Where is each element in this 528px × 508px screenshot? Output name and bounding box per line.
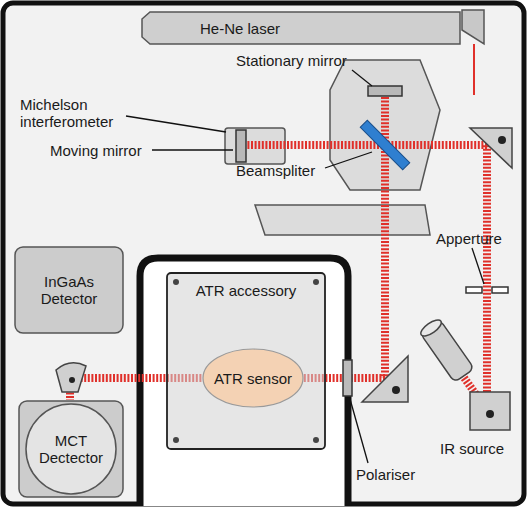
part-label: Polariser (356, 466, 415, 483)
ir-source-end (418, 317, 443, 339)
part-label: Beamspliter (236, 162, 315, 179)
accessory-body (167, 273, 325, 449)
detector-box: InGaAs Detector (14, 246, 124, 334)
node-text: ATR accessory (196, 282, 297, 299)
part-label: IR source (440, 440, 504, 457)
interferometer-base (255, 205, 430, 235)
mirror-top-right (470, 128, 512, 168)
mirror-bottom-right (470, 392, 510, 430)
detector-body (15, 247, 123, 333)
detector-box: MCT Dectector (18, 400, 124, 498)
node-text: ATR sensor (214, 370, 292, 387)
stationary-mirror (368, 86, 402, 96)
laser-shape (140, 10, 462, 46)
aperture-plate (492, 287, 508, 293)
mirror-screw (498, 136, 506, 144)
part-label: Stationary mirror (236, 52, 347, 69)
leader-line (350, 399, 368, 463)
laser-mount (462, 10, 484, 44)
leader-line (352, 70, 372, 86)
part-label: Apperture (436, 230, 502, 247)
laser-beam (473, 44, 475, 95)
sensor-disc (203, 349, 303, 407)
part-label: Moving mirror (50, 142, 142, 159)
beamsplitter (360, 120, 409, 169)
laser-body (142, 12, 460, 44)
detector-body (19, 401, 123, 497)
leader-line (325, 152, 372, 168)
laser-box: He-Ne laser (140, 10, 462, 46)
screw (313, 437, 319, 443)
detector-window (26, 404, 116, 494)
node-text: MCT Dectector (33, 432, 109, 466)
node-text: InGaAs Detector (20, 273, 118, 307)
accessory-box: ATR accessoryATR sensor (166, 272, 326, 450)
part-label: Michelson interferometer (20, 96, 124, 130)
screw (313, 279, 319, 285)
atr-compartment (140, 258, 348, 506)
beam (246, 141, 487, 149)
aperture-plate (466, 287, 482, 293)
mirror-left (56, 363, 86, 392)
ir-source (418, 317, 474, 382)
polariser (343, 360, 352, 396)
beam (483, 145, 491, 410)
mirror-atr (362, 356, 408, 402)
leader-line (152, 149, 233, 150)
leader-lines (126, 70, 484, 463)
leader-line (472, 248, 484, 284)
node-text: He-Ne laser (200, 20, 280, 37)
mirror-screw (69, 377, 75, 383)
mirror-screw (486, 410, 494, 418)
leader-line (126, 116, 226, 132)
moving-mirror (236, 130, 246, 162)
aperture (466, 287, 508, 293)
screw (173, 437, 179, 443)
housing (3, 3, 524, 504)
mirror-screw (392, 386, 400, 394)
sensor-circle: ATR sensor (202, 348, 304, 408)
screw (173, 279, 179, 285)
